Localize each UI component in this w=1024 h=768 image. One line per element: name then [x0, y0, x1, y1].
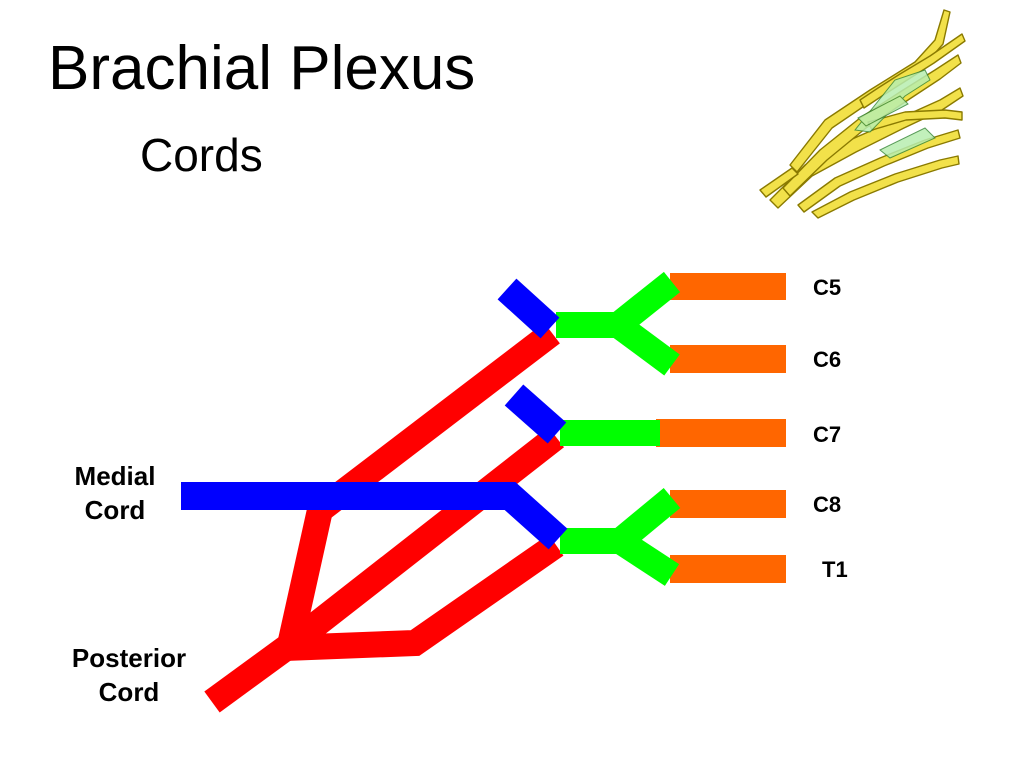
- root-c8-bar: [670, 490, 786, 518]
- medial-cord-label-line2: Cord: [84, 495, 146, 525]
- posterior-cord-lines: [204, 322, 565, 713]
- medial-cord-label-line1: Medial: [74, 461, 156, 491]
- posterior-cord-label-line1: Posterior: [71, 643, 187, 673]
- medial-cord: [181, 482, 568, 550]
- root-c5-bar: [670, 273, 786, 300]
- root-label-c7: C7: [813, 422, 842, 447]
- middle-trunk-anterior-division: [504, 384, 567, 444]
- root-label-c8: C8: [813, 492, 842, 517]
- lower-trunk-posterior-division: [284, 534, 564, 661]
- root-label-c6: C6: [813, 347, 842, 372]
- root-c6-bar: [670, 345, 786, 373]
- nerve-illustration-icon: [759, 9, 966, 219]
- upper-trunk-anterior-division: [497, 278, 560, 339]
- medial-cord-lines: [181, 278, 568, 550]
- upper-trunk-posterior-division: [312, 322, 560, 521]
- trunks: [556, 271, 681, 586]
- medial-cord-label: Medial Cord: [30, 459, 200, 527]
- posterior-cord-label: Posterior Cord: [44, 641, 214, 709]
- roots: [656, 273, 786, 583]
- middle-trunk-posterior-division: [281, 426, 565, 656]
- posterior-cord-main: [204, 634, 298, 713]
- slide-subtitle: Cords: [140, 129, 263, 181]
- posterior-cord-label-line2: Cord: [98, 677, 160, 707]
- nerve-illustration-green-overlay: [854, 69, 936, 159]
- posterior-cord-upper-branch: [277, 507, 333, 648]
- root-label-t1: T1: [822, 557, 848, 582]
- slide-title: Brachial Plexus: [48, 34, 476, 103]
- root-label-c5: C5: [813, 275, 842, 300]
- root-c7-bar: [656, 419, 786, 447]
- upper-trunk-c6-fork: [610, 314, 680, 376]
- root-t1-bar: [670, 555, 786, 583]
- lower-trunk-t1-fork: [612, 530, 680, 586]
